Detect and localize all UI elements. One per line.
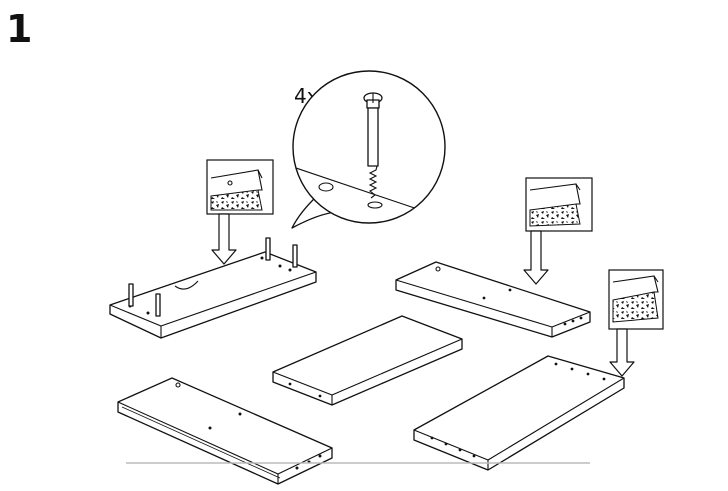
edge-detail-inset-middle xyxy=(525,177,593,232)
side-panel-with-dowels xyxy=(109,251,317,339)
edge-detail-inset-right xyxy=(608,269,664,330)
center-shelf xyxy=(272,315,463,406)
down-arrow-middle xyxy=(523,230,549,285)
side-panel-right xyxy=(395,261,591,338)
bottom-panel-right xyxy=(413,355,625,471)
down-arrow-left xyxy=(211,213,237,265)
step-number: 1 xyxy=(6,7,33,51)
cam-dowel-magnifier xyxy=(291,70,446,229)
edge-detail-inset-left xyxy=(206,159,274,215)
bottom-panel-left xyxy=(117,377,333,485)
cam-dowel-pins xyxy=(128,237,298,317)
down-arrow-right xyxy=(609,328,635,377)
cam-dowel-enlarged xyxy=(363,92,383,199)
